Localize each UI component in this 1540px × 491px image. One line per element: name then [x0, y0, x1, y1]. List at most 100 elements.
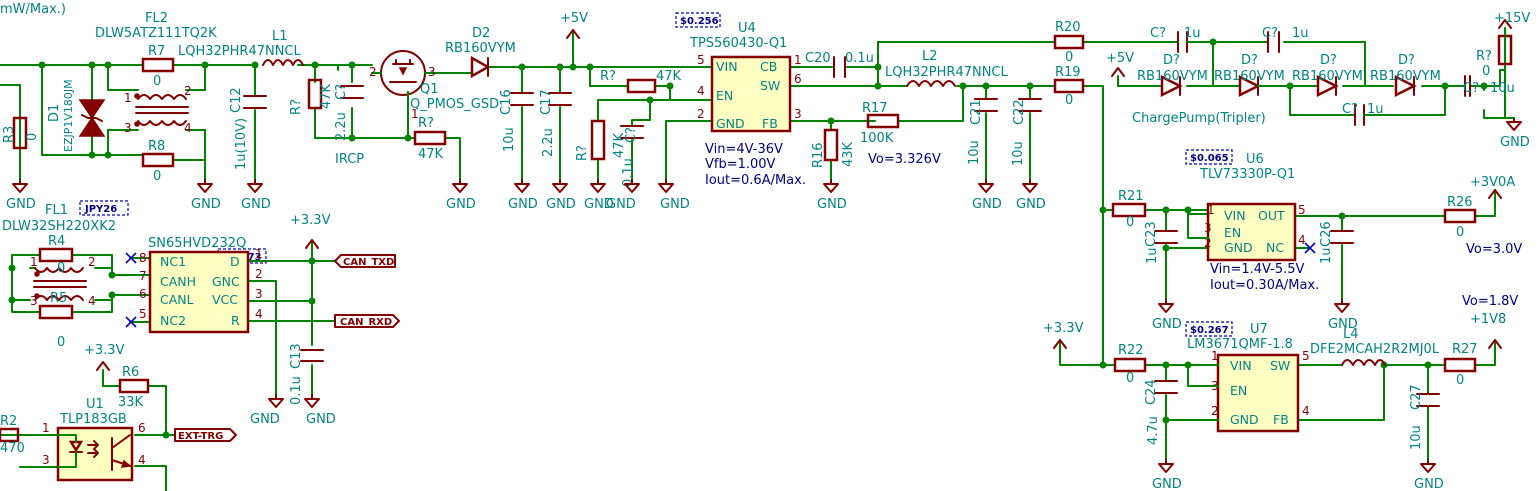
ren2-ref: R? [575, 145, 590, 161]
capacitor-c20: C20 0.1u [805, 51, 874, 78]
gnd-label: GND [1152, 477, 1182, 491]
c20-value: 0.1u [845, 51, 874, 66]
c13-value: 0.1u [289, 376, 304, 405]
gnd-symbol: GND [508, 179, 538, 212]
r5-ref: R5 [50, 291, 67, 306]
u3-pinnum-5: 5 [139, 307, 147, 321]
c16-ref: C16 [499, 89, 514, 115]
svg-text:3: 3 [428, 65, 436, 79]
power-5v-a: +5V [560, 11, 588, 39]
q1-ref: Q1 [420, 82, 439, 97]
d1-value: EZJP1V180JM [62, 79, 75, 152]
c27-ref: C27 [1409, 384, 1424, 410]
fl2-value: DLW5ATZ111TQ2K [95, 26, 217, 41]
gnd-symbol: GND [1152, 299, 1182, 332]
r20-ref: R20 [1055, 20, 1081, 35]
cp-r-value: 0 [1482, 64, 1490, 79]
u3-pinnum-7: 7 [139, 269, 147, 283]
p3v3-right-label: +3.3V [1043, 321, 1084, 336]
u4-pin-cb: CB [760, 59, 777, 74]
u6-pinnum-5: 5 [1298, 203, 1306, 217]
cp-c1-ref: C? [1150, 26, 1166, 41]
u6-pin-nc: NC [1266, 240, 1284, 255]
u1-value: TLP183GB [59, 412, 127, 427]
power-3v0a: +3V0A [1470, 175, 1515, 199]
svg-text:1: 1 [411, 107, 419, 121]
gnd-symbol: GND [191, 179, 221, 212]
u4-cost: $0.256 [680, 16, 719, 27]
capacitor-c24: C24 4.7u [1144, 379, 1178, 445]
cp-c2-ref: C? [1262, 26, 1278, 41]
u4-pinnum-2: 2 [697, 107, 705, 121]
u6-pinnum-4: 4 [1298, 233, 1306, 247]
resistor-r20: R20 0 [1053, 20, 1085, 65]
svg-text:2: 2 [88, 255, 96, 269]
u4-spec-vfb: Vfb=1.00V [705, 157, 776, 172]
resistor-r3: R3 0 [2, 116, 40, 150]
u1-optocoupler: U1 TLP183GB 1 3 6 4 [34, 397, 146, 482]
l4-value: DFE2MCAH2R2MJ0L [1310, 342, 1440, 357]
svg-text:4: 4 [184, 121, 192, 135]
power-3v3-right: +3.3V [1043, 321, 1084, 349]
fl1-value: DLW32SH220XK2 [2, 219, 116, 234]
svg-text:4: 4 [88, 294, 96, 308]
c20-ref: C20 [805, 51, 831, 66]
cq-ref: C? [334, 84, 349, 100]
power-5v-b: +5V [1106, 51, 1161, 87]
fl2-ref: FL2 [145, 11, 168, 26]
q1-note: IRCP [335, 152, 364, 167]
capacitor-c12: C12 1u(10V) [229, 87, 267, 170]
resistor-r-q1-bias: R? 47K [289, 78, 334, 115]
resistor-r6: R6 33K [118, 365, 150, 410]
gnd-symbol: GND [1500, 117, 1530, 150]
u4-pinnum-4: 4 [697, 84, 705, 98]
cp-c4-ref: C? [1463, 81, 1479, 96]
net-can-txd: CAN_TXD [334, 254, 396, 268]
r17-ref: R17 [862, 101, 888, 116]
c21-value: 10u [967, 140, 982, 165]
u7-pin-gnd: GND [1230, 412, 1259, 427]
u6-value: TLV73330P-Q1 [1199, 167, 1295, 182]
r4-value: 0 [57, 261, 65, 276]
u4-regulator: $0.256 U4 TPS560430-Q1 VIN EN GND CB SW … [675, 12, 806, 188]
can-rxd-label: CAN_RXD [340, 317, 392, 328]
gnd-label: GND [1328, 317, 1358, 332]
cp-d1-ref: D? [1163, 53, 1180, 68]
u3-pinnum-2: 2 [255, 267, 263, 281]
q1-value: Q_PMOS_GSD [410, 97, 499, 112]
r5-value: 0 [57, 335, 65, 350]
charge-pump: C? 1u C? 1u C? 1u C? 10u D? RB160VYM D? … [1132, 26, 1515, 126]
net-ext-trg: EXT-TRG [174, 428, 237, 442]
gnd-label: GND [546, 197, 576, 212]
u6-spec-vin: Vin=1.4V-5.5V [1210, 262, 1305, 277]
r7-value: 0 [153, 74, 161, 89]
gnd-label: GND [446, 197, 476, 212]
u3-pinnum-6: 6 [139, 287, 147, 301]
gnd-symbol: GND [1414, 459, 1444, 491]
wires [0, 29, 1506, 491]
u7-pin-en: EN [1230, 383, 1247, 398]
u7-pin-vin: VIN [1230, 358, 1252, 373]
u6-spec-iout: Iout=0.30A/Max. [1210, 278, 1319, 293]
u6-ref: U6 [1246, 152, 1264, 167]
resistor-r5: R5 0 [38, 291, 74, 350]
gnd-symbol: GND [1152, 459, 1182, 491]
gnd-label: GND [1152, 317, 1182, 332]
vo-1v8: Vo=1.8V [1462, 294, 1518, 309]
resistor-r17: R17 100K [860, 101, 900, 146]
u4-pinnum-3: 3 [794, 107, 802, 121]
u4-pinnum-1: 1 [794, 53, 802, 67]
gnd-label: GND [306, 412, 336, 427]
svg-text:3: 3 [124, 121, 132, 135]
resistor-r21: R21 0 [1111, 189, 1147, 230]
resistor-r27: R27 0 [1443, 342, 1478, 388]
r16-ref: R16 [811, 142, 826, 168]
rating-note: mW/Max.) [0, 2, 66, 17]
u3-pinnum-4: 4 [255, 307, 263, 321]
svg-text:2: 2 [369, 65, 377, 79]
gnd-symbol: GND [817, 179, 847, 212]
cp-d4-ref: D? [1398, 53, 1415, 68]
resistor-r26: R26 0 [1443, 195, 1477, 240]
gnd-label: GND [1500, 135, 1530, 150]
u7-buck: $0.267 U7 LM3671QMF-1.8 VIN SW EN GND FB… [1185, 321, 1310, 433]
